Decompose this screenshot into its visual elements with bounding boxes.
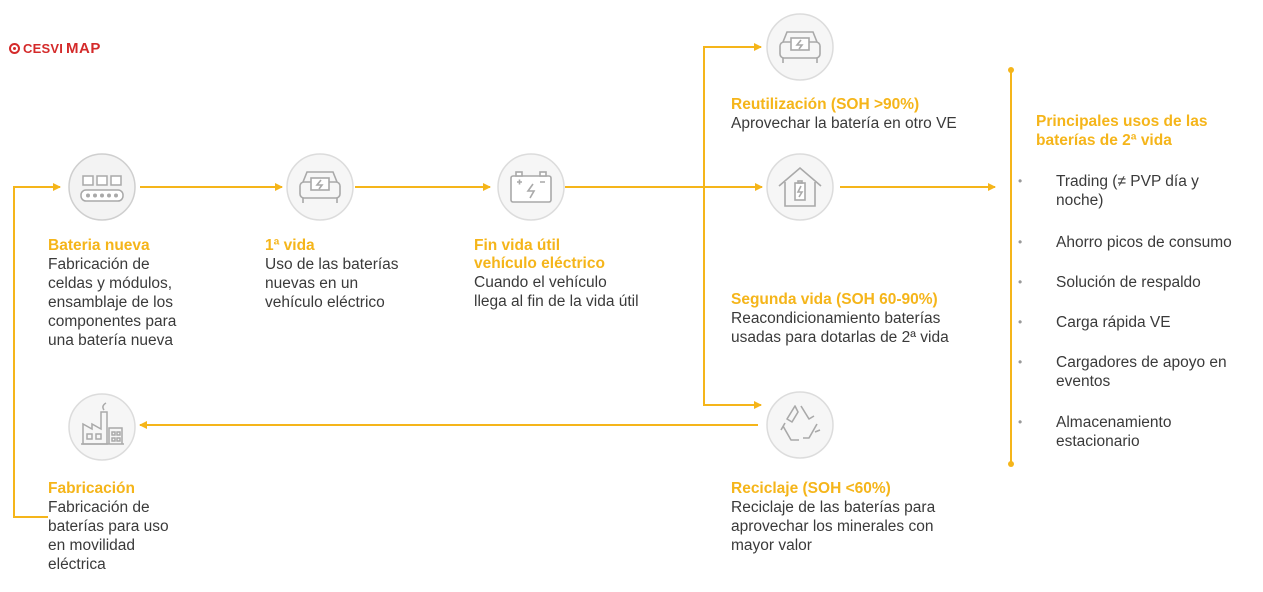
stage-segunda-vida: Segunda vida (SOH 60-90%) Reacondicionam…: [731, 291, 1001, 347]
list-item: •Trading (≠ PVP día y noche): [1018, 173, 1199, 209]
stage-reutilizacion: Reutilización (SOH >90%) Aprovechar la b…: [731, 96, 1001, 133]
stage-title: Segunda vida (SOH 60-90%): [731, 291, 938, 308]
uses-list: •Trading (≠ PVP día y noche) •Ahorro pic…: [1018, 0, 1263, 592]
stage-reciclaje: Reciclaje (SOH <60%) Reciclaje de las ba…: [731, 480, 1001, 555]
stage-desc: Reacondicionamiento baterías usadas para…: [731, 310, 949, 346]
stage-title: Reciclaje (SOH <60%): [731, 480, 891, 497]
factory-icon: [67, 392, 137, 462]
list-item: •Carga rápida VE: [1018, 314, 1171, 331]
stage-fin-vida-util: Fin vida útil vehículo eléctrico Cuando …: [474, 237, 694, 311]
branch-reciclaje: [703, 187, 762, 409]
stage-title: Fin vida útil vehículo eléctrico: [474, 237, 605, 272]
battery-modules-icon: [67, 152, 137, 222]
loop-fabricacion-to-nueva: [13, 183, 61, 518]
branch-reutilizacion: [703, 43, 762, 187]
list-item: •Almacenamiento estacionario: [1018, 414, 1172, 450]
bullet-icon: •: [1018, 235, 1023, 249]
car-front-icon: [765, 12, 835, 82]
stage-desc: Fabricación de celdas y módulos, ensambl…: [48, 256, 177, 349]
bullet-icon: •: [1018, 174, 1023, 188]
bullet-icon: •: [1018, 275, 1023, 289]
bullet-icon: •: [1018, 355, 1023, 369]
stage-bateria-nueva: Bateria nueva Fabricación de celdas y mó…: [48, 237, 228, 350]
stage-primera-vida: 1ª vida Uso de las baterías nuevas en un…: [265, 237, 465, 312]
logo-mark-icon: [9, 43, 20, 54]
bullet-icon: •: [1018, 315, 1023, 329]
stage-title: 1ª vida: [265, 237, 315, 254]
stage-desc: Fabricación de baterías para uso en movi…: [48, 499, 169, 573]
logo-text-map: MAP: [66, 40, 101, 57]
house-battery-icon: [765, 152, 835, 222]
bullet-icon: •: [1018, 415, 1023, 429]
stage-title: Reutilización (SOH >90%): [731, 96, 920, 113]
list-item: •Solución de respaldo: [1018, 274, 1201, 291]
stage-desc: Uso de las baterías nuevas en un vehícul…: [265, 256, 399, 311]
battery-icon: [496, 152, 566, 222]
logo-text-cesvi: CESVI: [23, 41, 64, 56]
stage-desc: Cuando el vehículo llega al fin de la vi…: [474, 274, 639, 310]
uses-title: Principales usos de las baterías de 2ª v…: [1036, 113, 1208, 149]
list-item: •Ahorro picos de consumo: [1018, 234, 1232, 251]
stage-title: Bateria nueva: [48, 237, 150, 254]
list-item: •Cargadores de apoyo en eventos: [1018, 354, 1227, 390]
stage-desc: Reciclaje de las baterías para aprovecha…: [731, 499, 936, 554]
stage-fabricacion: Fabricación Fabricación de baterías para…: [48, 480, 228, 574]
stage-desc: Aprovechar la batería en otro VE: [731, 115, 957, 132]
recycle-icon: [765, 390, 835, 460]
car-front-icon: [285, 152, 355, 222]
stage-title: Fabricación: [48, 480, 135, 497]
